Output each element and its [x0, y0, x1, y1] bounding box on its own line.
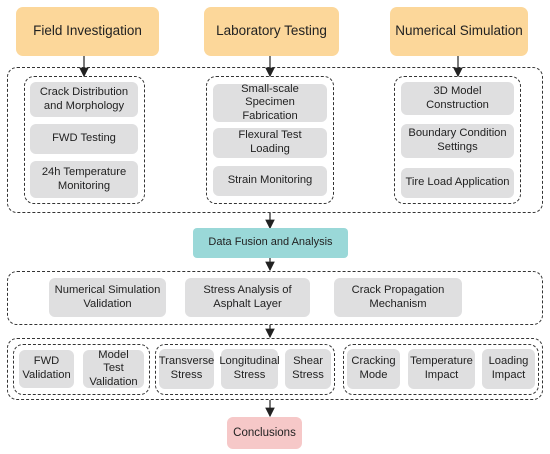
header-field-investigation: Field Investigation	[16, 7, 159, 56]
item-loading-impact: Loading Impact	[482, 349, 535, 389]
item-3d-model: 3D Model Construction	[401, 82, 514, 115]
item-longitudinal-stress: Longitudinal Stress	[219, 349, 280, 389]
item-boundary-conditions: Boundary Condition Settings	[401, 124, 514, 158]
lab-items-group	[206, 76, 334, 204]
stress-group	[155, 344, 335, 395]
header-numerical-simulation: Numerical Simulation	[390, 7, 528, 56]
field-items-group	[24, 76, 145, 204]
item-simulation-validation: Numerical Simulation Validation	[49, 278, 166, 317]
item-crack-distribution: Crack Distribution and Morphology	[30, 82, 138, 117]
numerical-items-group	[394, 76, 521, 204]
data-fusion-box: Data Fusion and Analysis	[193, 228, 348, 258]
item-crack-propagation: Crack Propagation Mechanism	[334, 278, 462, 317]
methods-group	[7, 67, 543, 213]
detail-group	[7, 338, 543, 400]
item-flexural-test-loading: Flexural Test Loading	[213, 128, 327, 158]
item-fwd-testing: FWD Testing	[30, 124, 138, 154]
item-temperature-impact: Temperature Impact	[408, 349, 475, 389]
validation-group	[13, 344, 150, 395]
item-transverse-stress: Transverse Stress	[159, 349, 214, 389]
analysis-group	[7, 271, 543, 325]
crack-group	[343, 344, 539, 395]
item-specimen-fabrication: Small-scale Specimen Fabrication	[213, 83, 327, 122]
item-fwd-validation: FWD Validation	[19, 350, 74, 388]
item-tire-load: Tire Load Application	[401, 168, 514, 198]
header-laboratory-testing: Laboratory Testing	[204, 7, 339, 56]
item-strain-monitoring: Strain Monitoring	[213, 166, 327, 196]
item-stress-analysis: Stress Analysis of Asphalt Layer	[185, 278, 310, 317]
item-temperature-monitoring: 24h Temperature Monitoring	[30, 161, 138, 198]
item-cracking-mode: Cracking Mode	[347, 349, 400, 389]
item-shear-stress: Shear Stress	[285, 349, 331, 389]
conclusions-box: Conclusions	[227, 417, 302, 449]
item-model-test-validation: Model Test Validation	[83, 349, 144, 388]
